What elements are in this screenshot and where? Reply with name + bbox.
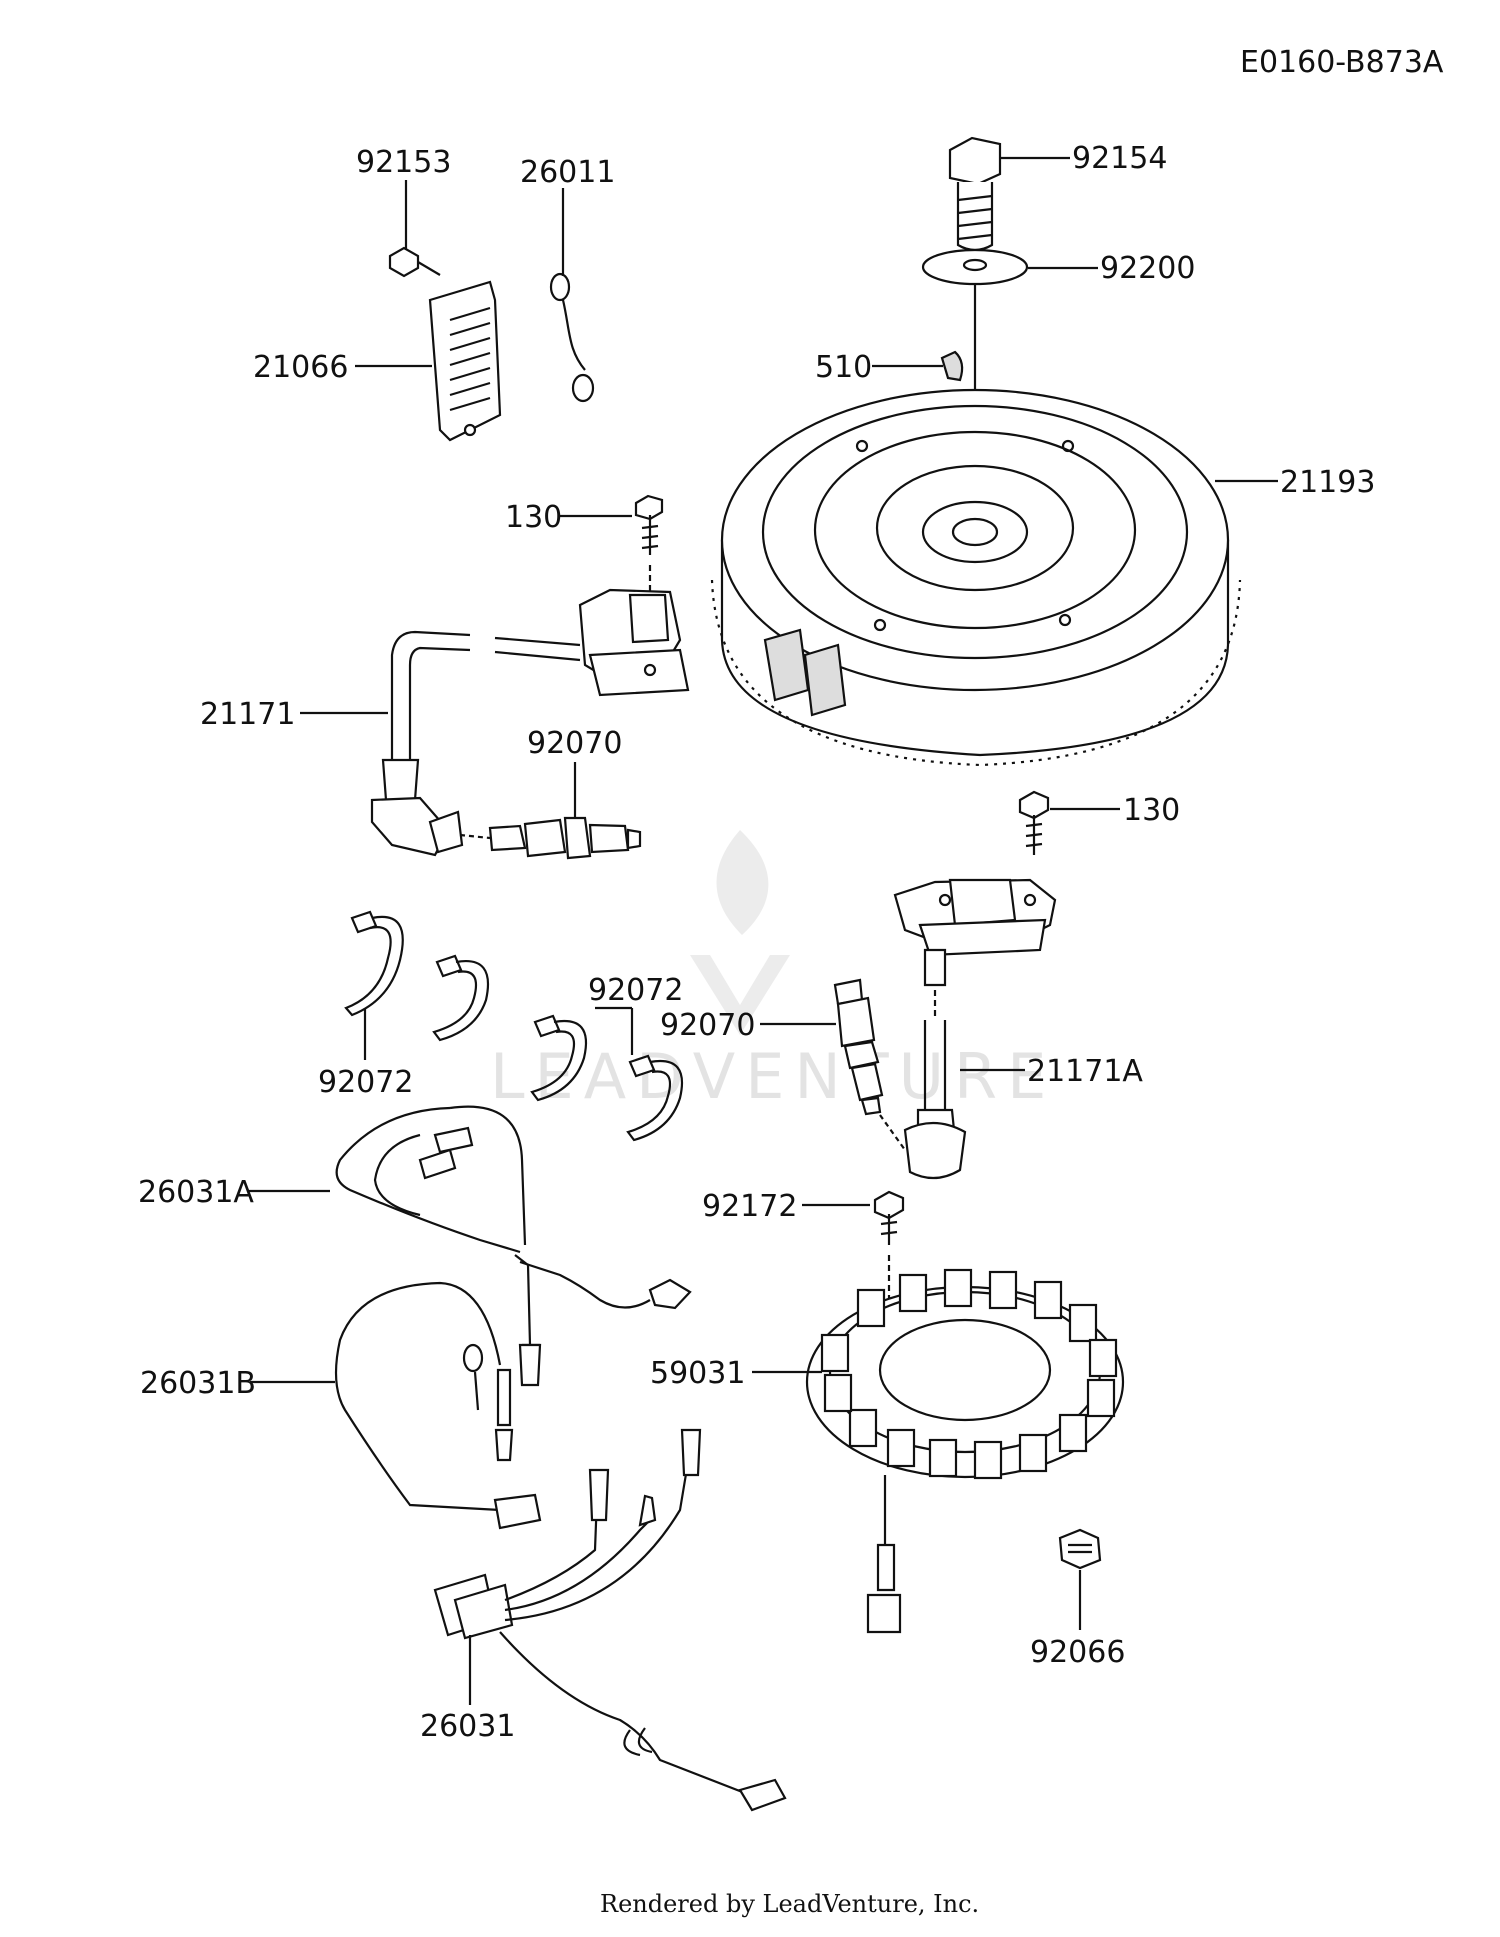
label-21171: 21171 [200, 697, 295, 732]
label-26031: 26031 [420, 1709, 515, 1744]
ignition-coil-21171A: 130 21171A [893, 790, 1180, 1180]
stator-59031: 92172 59031 [650, 1189, 1125, 1634]
label-510: 510 [815, 350, 872, 385]
spark-plug-lower: 92070 [660, 978, 906, 1151]
footer-credit: Rendered by LeadVenture, Inc. [600, 1890, 979, 1918]
label-130-lower: 130 [1123, 793, 1180, 828]
label-92070-lower: 92070 [660, 1008, 755, 1043]
ground-lead-26011: 26011 [520, 155, 615, 403]
label-92072-right: 92072 [588, 973, 683, 1008]
label-26011: 26011 [520, 155, 615, 190]
regulator-assembly: 92153 21066 [253, 145, 502, 442]
watermark-text: LEADVENTURE [490, 1040, 1056, 1113]
label-92153: 92153 [356, 145, 451, 180]
flywheel-21193: 21193 [710, 388, 1375, 767]
harness-26031: 26031 [420, 1428, 787, 1812]
label-92072-left: 92072 [318, 1065, 413, 1100]
label-92066: 92066 [1030, 1635, 1125, 1670]
diagram-reference: E0160-B873A [1240, 45, 1444, 80]
label-21171A: 21171A [1027, 1054, 1143, 1089]
label-26031B: 26031B [140, 1366, 256, 1401]
label-92172: 92172 [702, 1189, 797, 1224]
watermark-logo: LEADVENTURE [490, 830, 1056, 1113]
label-130-upper: 130 [505, 500, 562, 535]
label-26031A: 26031A [138, 1175, 254, 1210]
label-59031: 59031 [650, 1356, 745, 1391]
label-21193: 21193 [1280, 465, 1375, 500]
harness-26031B: 26031B [140, 1254, 542, 1530]
harness-26031A: 26031A [138, 1105, 692, 1310]
label-92200: 92200 [1100, 251, 1195, 286]
nut-92066: 92066 [1030, 1528, 1125, 1670]
label-92154: 92154 [1072, 141, 1167, 176]
flywheel-fasteners: 92154 92200 510 [815, 136, 1195, 545]
spark-plug-upper: 92070 [459, 726, 642, 860]
label-21066: 21066 [253, 350, 348, 385]
wire-clamps-92072: 92072 92072 [318, 910, 683, 1142]
ignition-coil-21171: 130 21171 [200, 494, 690, 857]
label-92070-upper: 92070 [527, 726, 622, 761]
